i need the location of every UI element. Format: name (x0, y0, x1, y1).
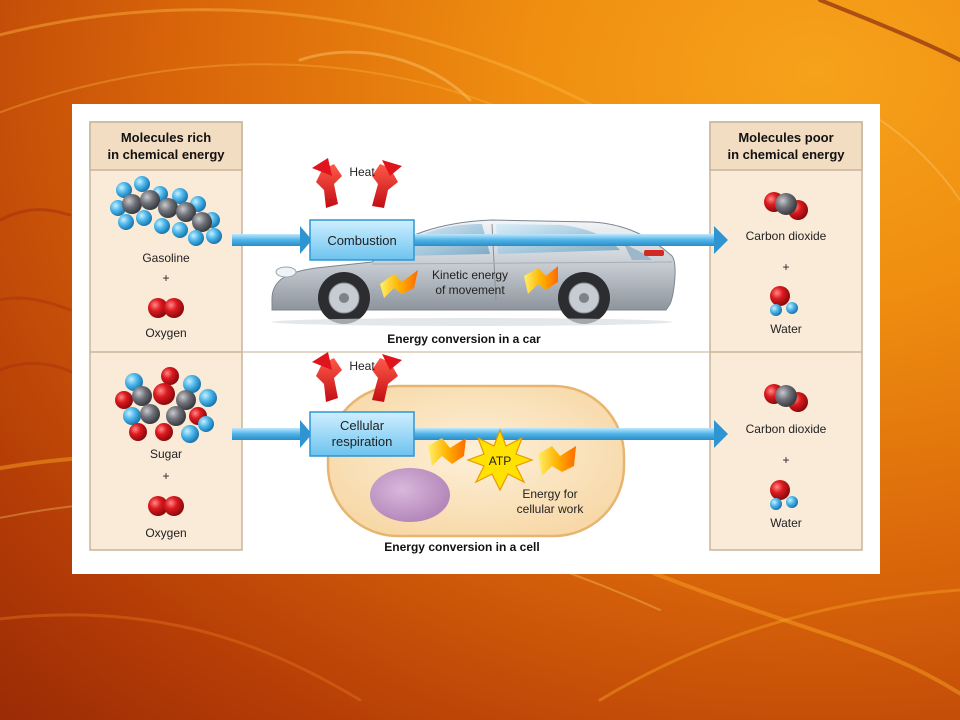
heat-label: Heat (349, 359, 375, 373)
heat-arrows-icon (312, 352, 402, 402)
plus-sign: + (782, 453, 789, 467)
kinetic-energy-label-line2: of movement (435, 283, 505, 297)
poor-header-line2: in chemical energy (727, 147, 845, 162)
car-caption: Energy conversion in a car (387, 332, 541, 346)
energy-for-work-label-line2: cellular work (517, 502, 585, 516)
gasoline-label: Gasoline (142, 251, 190, 265)
cellular-respiration-label-line1: Cellular (340, 418, 385, 433)
oxygen-label: Oxygen (145, 326, 186, 340)
energy-squiggle-icon (428, 438, 576, 476)
plus-sign: + (162, 469, 169, 483)
gasoline-molecule-icon (110, 176, 222, 246)
cellular-respiration-process-box: Cellular respiration (309, 411, 415, 457)
sugar-molecule-icon (115, 367, 217, 443)
oxygen-label: Oxygen (145, 526, 186, 540)
water-molecule-icon (770, 480, 798, 510)
plus-sign: + (162, 271, 169, 285)
cell-caption: Energy conversion in a cell (384, 540, 539, 554)
cell-output-arrow (414, 420, 728, 448)
energy-conversion-figure: Molecules rich in chemical energy Molecu… (72, 104, 880, 574)
kinetic-energy-squiggle-icon (380, 266, 558, 298)
carbon-dioxide-molecule-icon (764, 192, 808, 220)
oxygen-molecule-icon (148, 298, 184, 318)
oxygen-molecule-icon (148, 496, 184, 516)
atp-burst-icon (466, 428, 534, 492)
atp-label: ATP (489, 454, 511, 468)
plus-sign: + (782, 260, 789, 274)
heat-label: Heat (349, 165, 375, 179)
carbon-dioxide-label: Carbon dioxide (746, 229, 827, 243)
carbon-dioxide-molecule-icon (764, 384, 808, 412)
combustion-process-box: Combustion (309, 219, 415, 261)
kinetic-energy-label-line1: Kinetic energy (432, 268, 508, 282)
nucleus-icon (370, 468, 450, 522)
cellular-respiration-label-line2: respiration (332, 434, 393, 449)
car-input-arrow (232, 226, 312, 254)
energy-for-work-label-line1: Energy for (522, 487, 577, 501)
water-label: Water (770, 322, 802, 336)
combustion-label: Combustion (327, 233, 396, 248)
carbon-dioxide-label: Carbon dioxide (746, 422, 827, 436)
heat-arrows-icon (312, 158, 402, 208)
rich-header-line2: in chemical energy (107, 147, 225, 162)
poor-header-line1: Molecules poor (738, 130, 833, 145)
sugar-label: Sugar (150, 447, 182, 461)
rich-header-line1: Molecules rich (121, 130, 211, 145)
cell-input-arrow (232, 420, 312, 448)
energy-conversion-diagram: Molecules rich in chemical energy Molecu… (89, 121, 863, 554)
water-label: Water (770, 516, 802, 530)
car-output-arrow (414, 226, 728, 254)
water-molecule-icon (770, 286, 798, 316)
